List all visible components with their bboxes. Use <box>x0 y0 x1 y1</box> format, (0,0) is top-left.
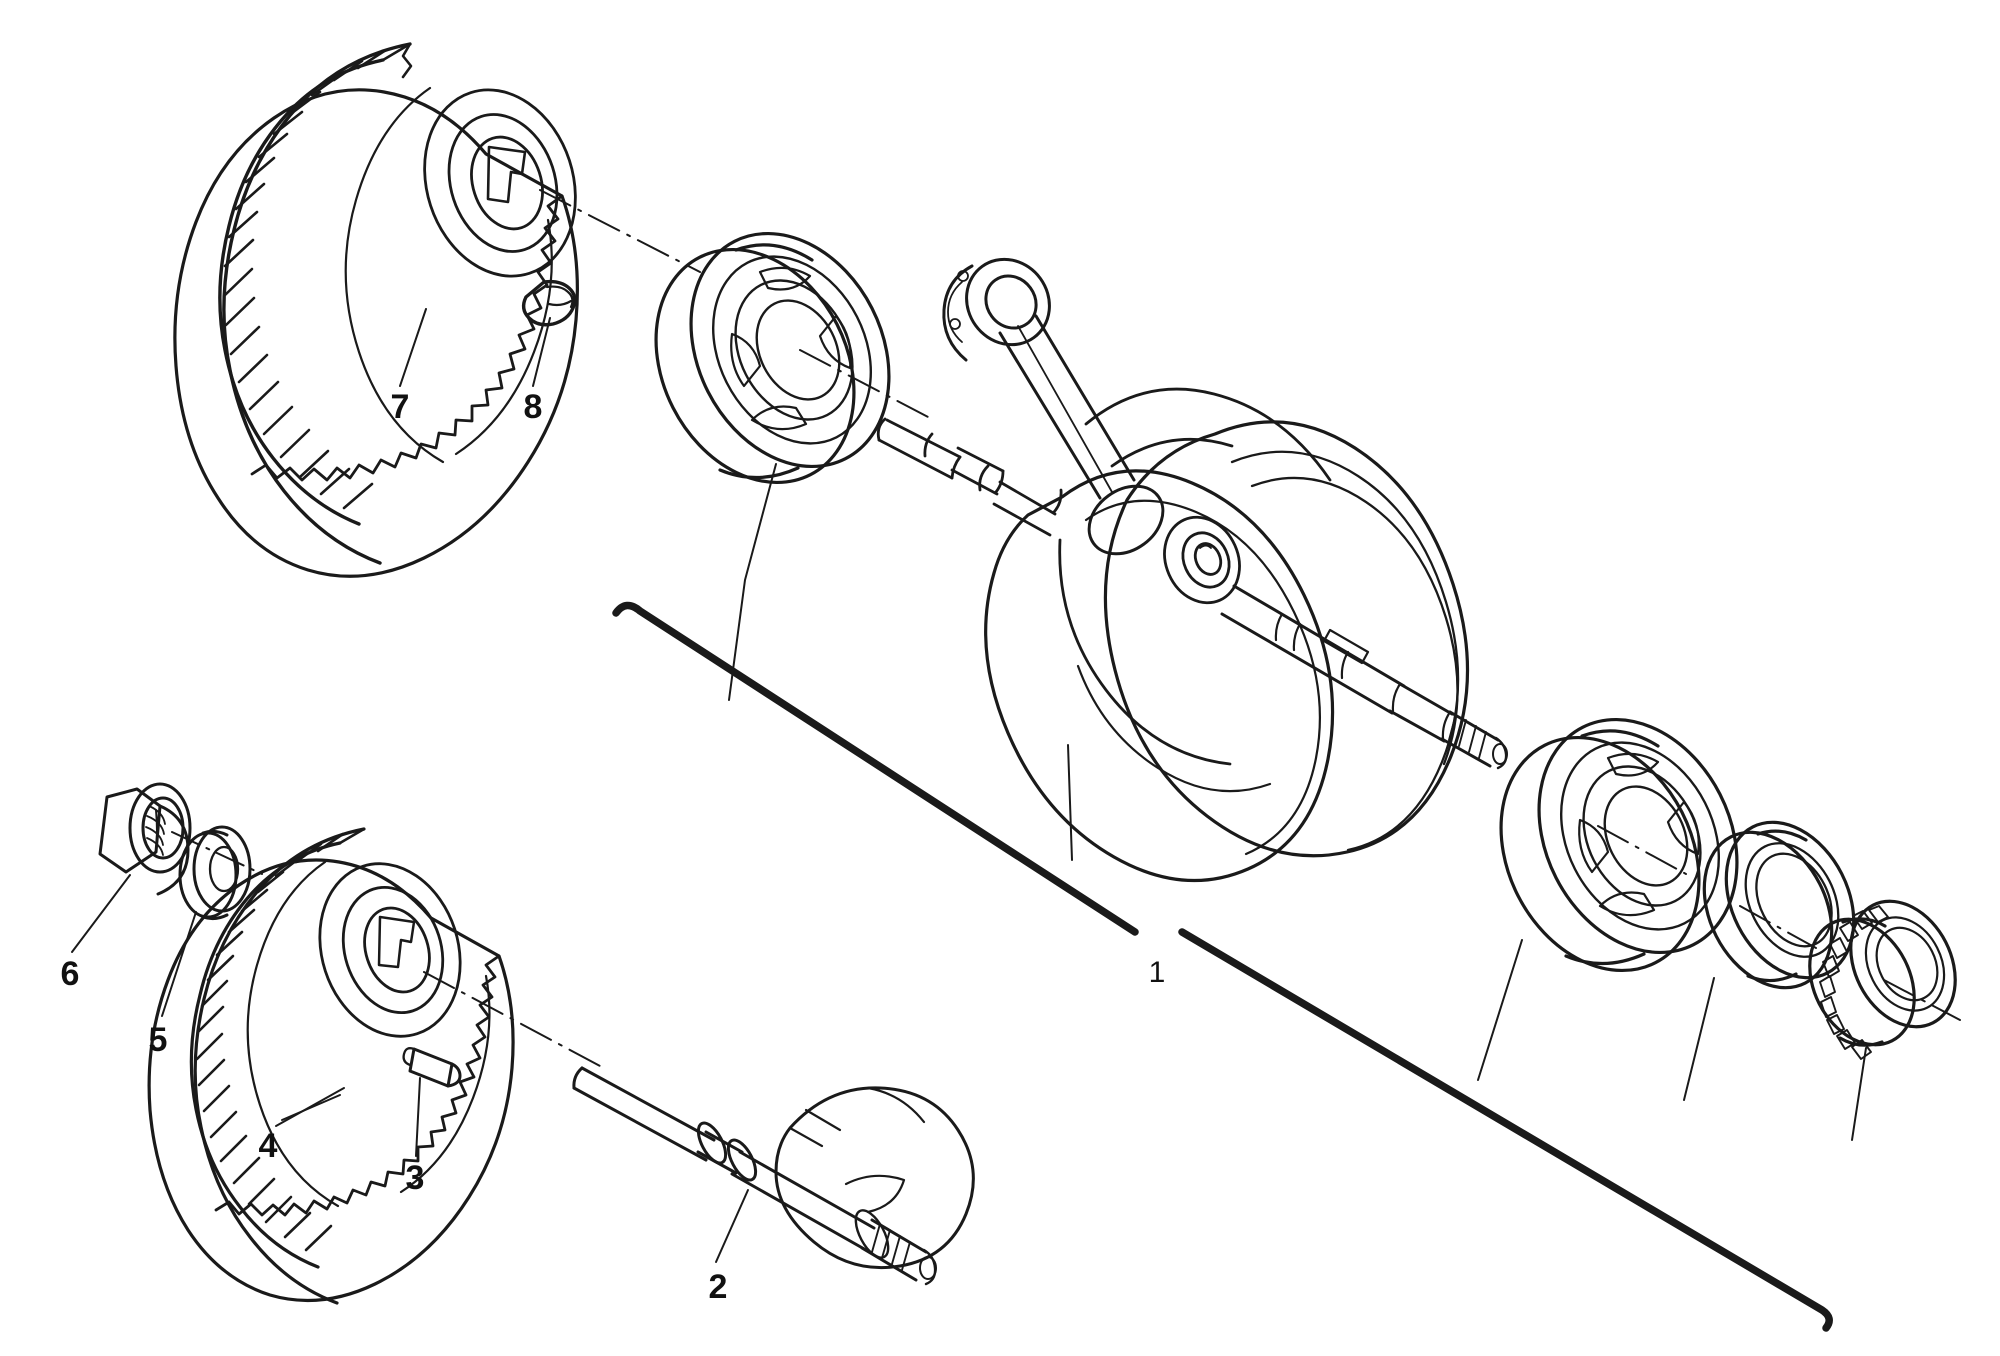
axis-line-bearing-right <box>1597 825 1687 875</box>
part-flat-washer <box>178 825 252 921</box>
callout-8: 8 <box>524 388 543 426</box>
part-hex-nut <box>98 782 192 896</box>
bracket-right-segment <box>1178 928 1833 1332</box>
leader-8 <box>532 317 551 387</box>
axis-line-seal <box>1739 905 1817 949</box>
part-main-bearing-right <box>1499 717 1739 973</box>
callout-1: 1 <box>1149 956 1166 989</box>
leader-bearing-left <box>728 463 777 701</box>
leader-bearing-right <box>1477 939 1523 1081</box>
part-balance-shaft-gear <box>147 827 515 1305</box>
leader-3 <box>415 1077 421 1157</box>
axis-line-nut-washer <box>171 831 263 875</box>
callout-numbers: 1 2 3 4 5 6 7 8 <box>61 388 1166 1306</box>
axis-line-lower <box>423 971 601 1067</box>
leader-4 <box>275 1087 345 1127</box>
part-oil-seal <box>1702 820 1856 990</box>
part-balance-shaft-key <box>402 1047 462 1088</box>
leader-seal <box>1683 977 1715 1101</box>
callout-5: 5 <box>149 1021 168 1059</box>
part-crankshaft-assembly <box>876 257 1508 883</box>
leader-needle-bearing <box>1851 1047 1867 1141</box>
axis-line-upper <box>539 189 701 273</box>
leader-6 <box>71 874 131 953</box>
callout-6: 6 <box>61 955 80 993</box>
leader-5 <box>161 911 197 1017</box>
part-woodruff-key <box>521 279 577 327</box>
axis-line-needle <box>1883 979 1961 1021</box>
bracket-left-segment <box>612 601 1139 936</box>
part-main-bearing-left <box>654 231 891 485</box>
axis-line-bearing-left <box>799 349 931 419</box>
callout-4: 4 <box>259 1127 278 1165</box>
leader-crankshaft <box>1067 744 1073 861</box>
part-crankshaft-drive-gear <box>173 42 579 578</box>
part-balance-shaft <box>572 1066 975 1286</box>
callout-3: 3 <box>406 1159 425 1197</box>
callout-7: 7 <box>391 388 410 426</box>
leader-7 <box>399 308 427 387</box>
leader-2 <box>715 1189 749 1263</box>
part-needle-bearing <box>1808 899 1957 1060</box>
callout-2: 2 <box>709 1268 728 1306</box>
